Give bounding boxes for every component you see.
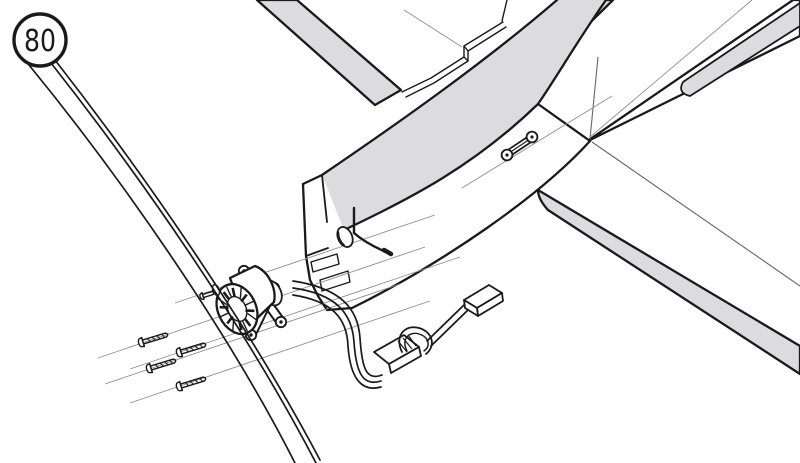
tail-boom-body	[584, 0, 800, 144]
motor-bell	[215, 264, 276, 336]
callout-circle	[12, 12, 68, 68]
motor-wires	[292, 280, 383, 389]
esc-side-face	[388, 346, 422, 374]
side-hole	[336, 226, 354, 248]
tail-boom	[584, 0, 800, 144]
ridge-line	[403, 9, 463, 48]
right-wing	[536, 141, 800, 376]
nose-vent-slot	[310, 253, 340, 273]
propeller-blade	[28, 59, 321, 463]
boom-centerline	[589, 0, 753, 138]
fin-line	[589, 56, 599, 140]
right-wing-top-surface	[538, 141, 800, 346]
part-callout: 80	[12, 12, 68, 68]
tail-boom-top-face	[680, 2, 800, 97]
left-wing-leading-edge	[255, 0, 403, 107]
fuselage-side-shade	[322, 0, 606, 230]
deck-centerline	[461, 95, 613, 189]
brushless-motor	[215, 264, 288, 342]
esc-lead	[426, 303, 470, 347]
wing-root-line	[591, 141, 800, 287]
pushrod-z-bend	[352, 206, 394, 257]
callout-label: 80	[24, 24, 56, 59]
right-wing-leading-edge	[536, 188, 800, 376]
canopy-handle	[500, 130, 539, 162]
esc	[373, 303, 470, 374]
servo-connector	[463, 284, 504, 317]
canopy-step	[401, 0, 508, 98]
mounting-screw	[174, 373, 208, 393]
